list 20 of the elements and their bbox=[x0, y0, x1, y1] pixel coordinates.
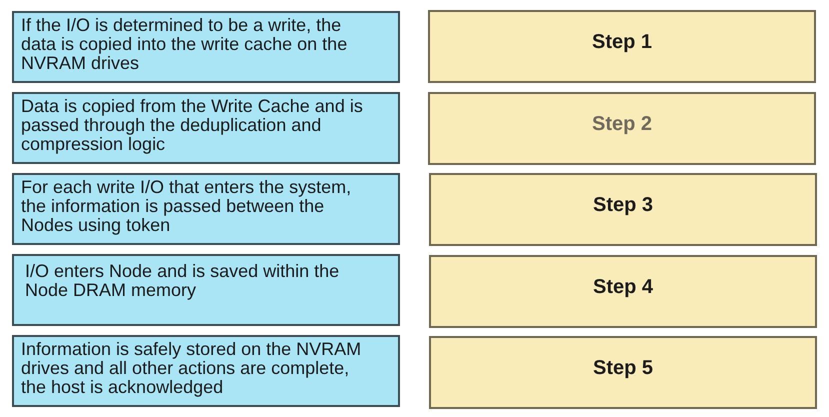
statement-text: If the I/O is determined to be a write, the data is copied into the write cache on the NVRAM drives bbox=[21, 16, 348, 73]
statement-text: Information is safely stored on the NVRAM drives and all other actions are complete, the host is acknowledged bbox=[21, 340, 362, 397]
step-label: Step 2 bbox=[592, 113, 652, 137]
step-slot bbox=[428, 10, 816, 83]
statement-card bbox=[12, 173, 400, 245]
statement-card bbox=[12, 335, 400, 407]
statement-card bbox=[12, 11, 400, 83]
statement-card bbox=[12, 92, 400, 164]
statement-text: For each write I/O that enters the system, the information is passed between the Nodes using token bbox=[21, 178, 352, 235]
step-label: Step 5 bbox=[592, 357, 654, 381]
step-slot bbox=[429, 255, 817, 328]
step-slot bbox=[429, 336, 817, 409]
statement-text: Data is copied from the Write Cache and is passed through the deduplication and compression logic bbox=[21, 97, 364, 154]
statement-text: I/O enters Node and is saved within the Node DRAM memory bbox=[25, 262, 340, 300]
statement-card bbox=[12, 254, 400, 326]
step-slot bbox=[429, 173, 817, 246]
step-label: Step 1 bbox=[592, 31, 652, 55]
step-slot bbox=[428, 92, 816, 165]
step-label: Step 3 bbox=[592, 194, 654, 218]
step-label: Step 4 bbox=[592, 276, 654, 300]
